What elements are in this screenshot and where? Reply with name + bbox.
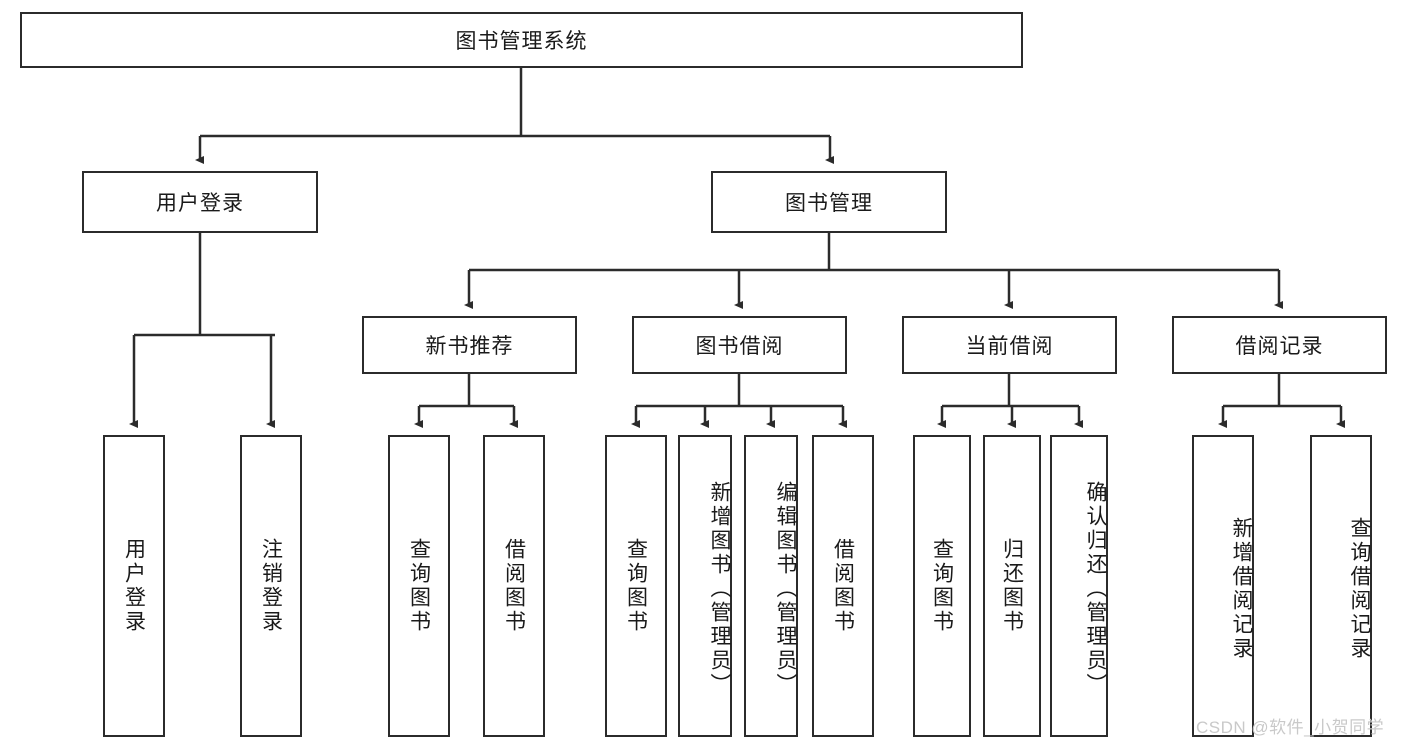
node-leaf-5-label: 新增图书（管理员） [708, 481, 731, 697]
node-root[interactable]: 图书管理系统 [20, 12, 1023, 68]
node-leaf-10-label: 确认归还（管理员） [1084, 481, 1107, 697]
edge-group-borrow [631, 374, 847, 428]
node-leaf-5[interactable]: 新增图书（管理员） [678, 435, 732, 737]
node-level2-3[interactable]: 借阅记录 [1172, 316, 1387, 374]
node-leaf-1-label: 注销登录 [259, 538, 283, 634]
node-level1-1[interactable]: 图书管理 [711, 171, 947, 233]
node-leaf-10[interactable]: 确认归还（管理员） [1050, 435, 1108, 737]
node-leaf-4-label: 查询图书 [624, 538, 648, 634]
node-level1-1-label: 图书管理 [785, 192, 873, 215]
node-leaf-9-label: 归还图书 [1000, 538, 1024, 634]
node-level2-1-label: 图书借阅 [695, 335, 784, 358]
node-leaf-7[interactable]: 借阅图书 [812, 435, 874, 737]
node-leaf-1[interactable]: 注销登录 [240, 435, 302, 737]
node-leaf-8-label: 查询图书 [930, 538, 954, 634]
node-level2-0[interactable]: 新书推荐 [362, 316, 577, 374]
edge-group-root [195, 68, 834, 164]
edge-group-current-borrow [937, 374, 1083, 428]
node-leaf-9[interactable]: 归还图书 [983, 435, 1041, 737]
node-leaf-2[interactable]: 查询图书 [388, 435, 450, 737]
node-leaf-3[interactable]: 借阅图书 [483, 435, 545, 737]
node-root-label: 图书管理系统 [455, 30, 588, 53]
edge-group-records [1218, 374, 1345, 428]
node-leaf-3-label: 借阅图书 [502, 538, 526, 634]
edge-group-user-login [129, 233, 275, 428]
node-leaf-6[interactable]: 编辑图书（管理员） [744, 435, 798, 737]
node-level2-2-label: 当前借阅 [965, 335, 1054, 358]
node-leaf-12[interactable]: 查询借阅记录 [1310, 435, 1372, 737]
node-leaf-4[interactable]: 查询图书 [605, 435, 667, 737]
node-leaf-6-label: 编辑图书（管理员） [774, 481, 797, 697]
node-leaf-8[interactable]: 查询图书 [913, 435, 971, 737]
node-level2-1[interactable]: 图书借阅 [632, 316, 847, 374]
node-level2-2[interactable]: 当前借阅 [902, 316, 1117, 374]
node-leaf-0[interactable]: 用户登录 [103, 435, 165, 737]
node-leaf-11-label: 新增借阅记录 [1230, 517, 1253, 661]
node-leaf-0-label: 用户登录 [122, 538, 146, 634]
node-level1-0-label: 用户登录 [156, 192, 244, 215]
edge-group-book-mgmt [464, 233, 1283, 309]
edge-group-new-books [414, 374, 518, 428]
csdn-watermark: CSDN @软件_小贺同学 [1196, 718, 1385, 737]
node-level2-3-label: 借阅记录 [1235, 335, 1324, 358]
node-leaf-11[interactable]: 新增借阅记录 [1192, 435, 1254, 737]
node-level2-0-label: 新书推荐 [425, 335, 514, 358]
node-level1-0[interactable]: 用户登录 [82, 171, 318, 233]
node-leaf-12-label: 查询借阅记录 [1348, 517, 1371, 661]
node-leaf-2-label: 查询图书 [407, 538, 431, 634]
node-leaf-7-label: 借阅图书 [831, 538, 855, 634]
